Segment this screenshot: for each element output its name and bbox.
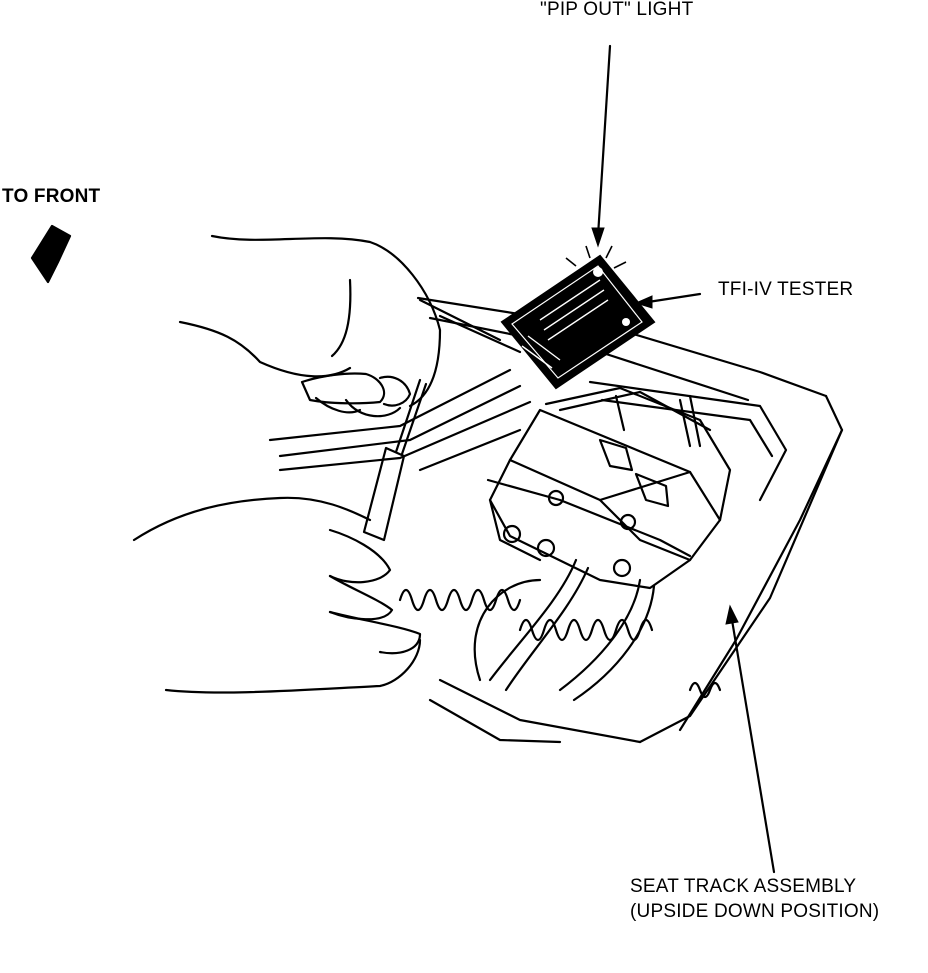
tfi-iv-tester-device: [500, 245, 656, 390]
lower-hand: [132, 496, 422, 694]
spring-middle: [518, 618, 654, 642]
to-front-label: TO FRONT: [2, 186, 101, 207]
tester-arrowhead-icon: [634, 295, 653, 309]
wire-bundle: [268, 298, 532, 472]
tfi-tester-label: TFI-IV TESTER: [718, 279, 854, 300]
pip-out-light-label: "PIP OUT" LIGHT: [540, 0, 694, 20]
seat-track-label-line2: (UPSIDE DOWN POSITION): [630, 901, 880, 922]
pip-out-light-icon: [593, 267, 603, 277]
seat-motor-housing: [486, 386, 732, 590]
front-direction-arrow-icon: [30, 224, 72, 284]
spring-left: [398, 588, 522, 612]
seat-track-arrowhead-icon: [725, 604, 739, 625]
pip-arrowhead-icon: [591, 227, 605, 248]
indicator-light-icon: [622, 318, 630, 326]
spring-right: [688, 681, 722, 699]
seat-track-frame: [416, 296, 844, 744]
upper-hand: [178, 234, 442, 418]
seat-track-label-line1: SEAT TRACK ASSEMBLY: [630, 876, 857, 897]
leader-lines: [596, 44, 776, 874]
